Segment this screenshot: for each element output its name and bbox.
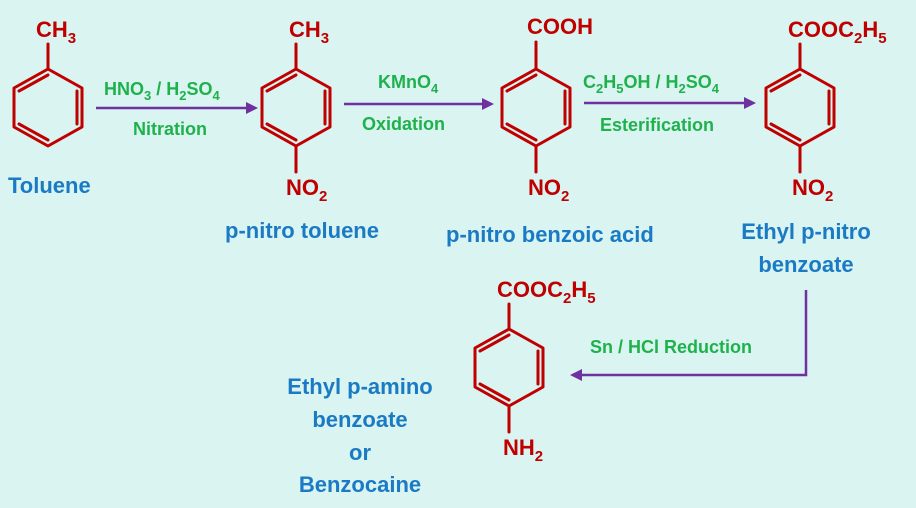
- arrowhead-3: [744, 97, 756, 109]
- benzene-ring: [260, 67, 332, 148]
- benzene-ring: [764, 67, 836, 148]
- nitration-label: Nitration: [133, 119, 207, 139]
- ethyl-p-nitro-benzoate-name-line2: benzoate: [758, 252, 853, 277]
- p-nitro-toluene-structure: CH3 NO2: [260, 17, 332, 205]
- oxidation-label: Oxidation: [362, 114, 445, 134]
- esterification-label: Esterification: [600, 115, 714, 135]
- carboxyl-group-label: COOH: [527, 14, 593, 39]
- benzene-ring: [12, 67, 84, 148]
- reduction-label: Sn / HCl Reduction: [590, 337, 752, 357]
- benzene-ring: [473, 327, 545, 408]
- ethyl-p-nitro-benzoate-name-line1: Ethyl p-nitro: [741, 219, 871, 244]
- reaction-arrow-4: [580, 290, 808, 377]
- nitro-group-label: NO2: [528, 175, 569, 205]
- ester-group-label: COOC2H5: [497, 277, 596, 307]
- toluene-name: Toluene: [8, 173, 91, 198]
- methyl-group-label: CH3: [289, 17, 329, 47]
- amino-group-label: NH2: [503, 435, 543, 465]
- esterification-reagents: C2H5OH / H2SO4: [583, 72, 720, 96]
- p-nitro-benzoic-acid-name: p-nitro benzoic acid: [446, 222, 654, 247]
- p-nitro-toluene-name: p-nitro toluene: [225, 218, 379, 243]
- nitration-reagents: HNO3 / H2SO4: [104, 79, 221, 103]
- benzene-ring: [500, 67, 572, 148]
- benzocaine-structure: COOC2H5 NH2: [473, 277, 596, 465]
- p-nitro-benzoic-acid-structure: COOH NO2: [500, 14, 593, 205]
- toluene-structure: CH3: [12, 17, 84, 148]
- oxidation-reagent: KMnO4: [378, 72, 439, 96]
- arrowhead-4: [570, 369, 582, 381]
- ethyl-p-nitro-benzoate-structure: COOC2H5 NO2: [764, 17, 887, 205]
- nitro-group-label: NO2: [286, 175, 327, 205]
- arrowhead-2: [482, 98, 494, 110]
- benzocaine-name-line3: or: [349, 440, 371, 465]
- benzocaine-name-line2: benzoate: [312, 407, 407, 432]
- arrowhead-1: [246, 102, 258, 114]
- benzocaine-name-line1: Ethyl p-amino: [287, 374, 432, 399]
- ester-group-label: COOC2H5: [788, 17, 887, 47]
- methyl-group-label: CH3: [36, 17, 76, 47]
- benzocaine-name-line4: Benzocaine: [299, 472, 421, 497]
- nitro-group-label: NO2: [792, 175, 833, 205]
